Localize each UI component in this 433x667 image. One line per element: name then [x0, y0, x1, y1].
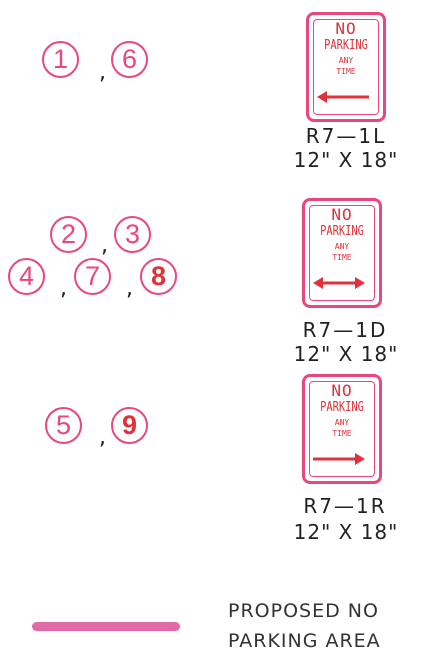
sheet-number: 8: [150, 261, 167, 291]
sign-text-no: NO: [331, 381, 353, 400]
comma: ,: [60, 276, 67, 301]
sheet-number-circle: 8: [140, 258, 177, 295]
sheet-number: 5: [55, 410, 72, 440]
sheet-number-circle: 3: [114, 216, 151, 253]
sign-text-parking: PARKING: [320, 400, 364, 415]
sheet-number: 7: [84, 261, 101, 291]
double-arrow-icon: [313, 277, 365, 289]
sheet-number: 3: [124, 219, 141, 249]
sheet-number: 9: [121, 410, 138, 440]
sign-code: R7—1D: [302, 318, 388, 342]
no-parking-sign-left: NO PARKING ANY TIME: [306, 12, 386, 122]
sign-border: [313, 19, 379, 115]
sheet-number: 4: [18, 261, 35, 291]
sheet-number-circle: 6: [111, 41, 148, 78]
left-arrow-icon: [317, 91, 369, 103]
sign-code: R7—1L: [305, 124, 387, 148]
sheet-number: 6: [121, 44, 138, 74]
sign-code: R7—1R: [303, 494, 387, 518]
no-parking-area-legend-line: [32, 622, 180, 631]
legend-label-line2: PARKING AREA: [228, 630, 381, 652]
no-parking-sign-double: NO PARKING ANY TIME: [302, 198, 382, 308]
sign-border: [309, 381, 375, 477]
right-arrow-icon: [313, 453, 365, 465]
sign-text-time: TIME: [332, 429, 352, 438]
sign-text-no: NO: [335, 19, 357, 38]
sign-text-time: TIME: [332, 253, 352, 262]
comma: ,: [101, 233, 108, 258]
comma: ,: [99, 60, 106, 85]
no-parking-sign-right: NO PARKING ANY TIME: [302, 374, 382, 484]
sheet-number-circle: 9: [111, 407, 148, 444]
comma: ,: [99, 425, 106, 450]
sheet-number: 2: [60, 219, 77, 249]
sign-text-any: ANY: [334, 242, 350, 251]
sign-border: [309, 205, 375, 301]
sheet-number: 1: [52, 44, 69, 74]
sign-text-parking: PARKING: [324, 38, 368, 53]
sign-text-any: ANY: [334, 418, 350, 427]
sheet-number-circle: 7: [74, 258, 111, 295]
sheet-number-circle: 2: [50, 216, 87, 253]
sheet-number-circle: 4: [8, 258, 45, 295]
sheet-number-circle: 1: [42, 41, 79, 78]
sign-text-any: ANY: [338, 56, 354, 65]
sign-size: 12" X 18": [293, 148, 399, 172]
sign-text-time: TIME: [336, 67, 356, 76]
legend-label-line1: PROPOSED NO: [228, 600, 379, 622]
sheet-number-circle: 5: [45, 407, 82, 444]
sign-text-no: NO: [331, 205, 353, 224]
sign-size: 12" X 18": [293, 342, 399, 366]
sign-text-parking: PARKING: [320, 224, 364, 239]
comma: ,: [126, 276, 133, 301]
sign-size: 12" X 18": [293, 520, 399, 544]
